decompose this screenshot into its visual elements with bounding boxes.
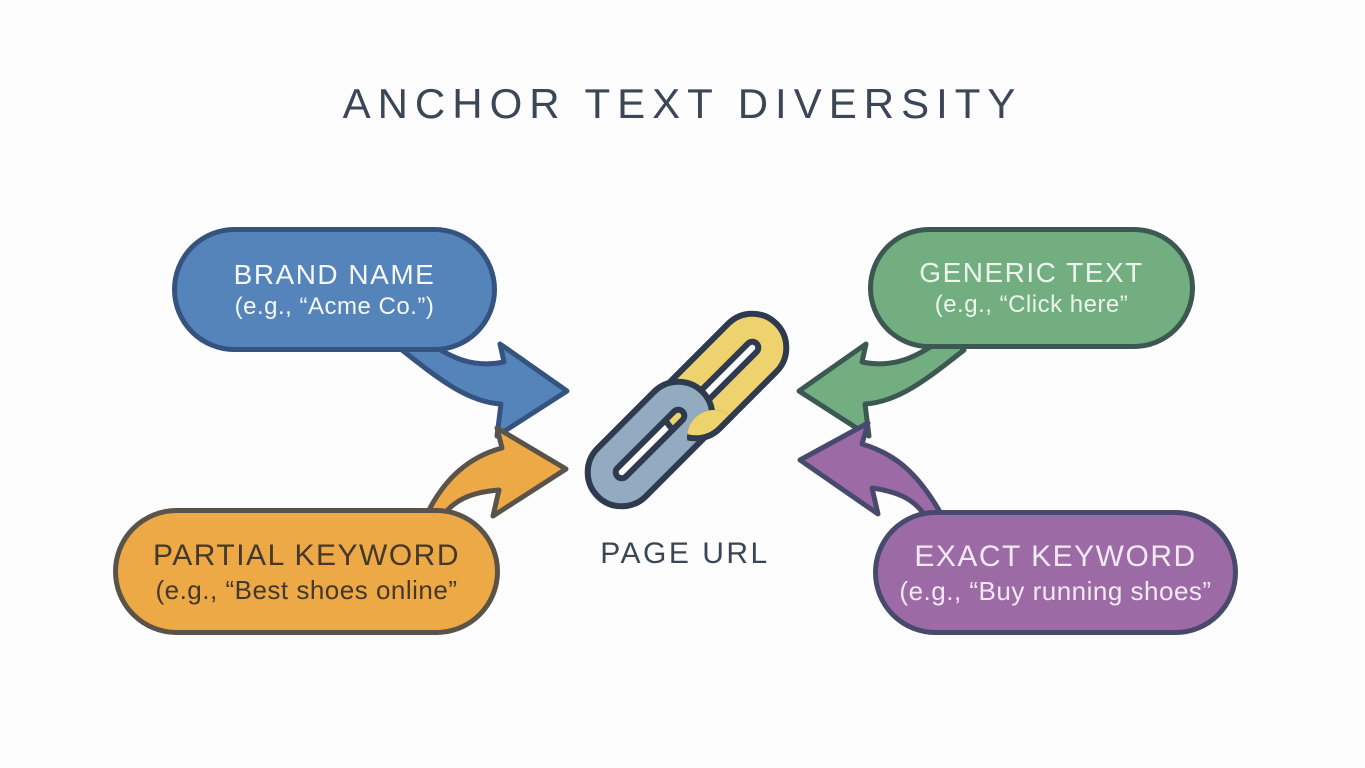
bubble-generic-text-example: (e.g., “Click here”	[934, 291, 1129, 318]
bubble-brand-name: BRAND NAME (e.g., “Acme Co.”)	[172, 227, 497, 352]
exact-keyword-arrow	[797, 420, 943, 523]
page-title: ANCHOR TEXT DIVERSITY	[342, 80, 1023, 127]
bubble-brand-name-example: (e.g., “Acme Co.”)	[234, 292, 435, 320]
bubble-exact-keyword-example: (e.g., “Buy running shoes”	[899, 575, 1212, 606]
bubble-partial-keyword-label: PARTIAL KEYWORD	[152, 538, 460, 572]
bubble-generic-text: GENERIC TEXT (e.g., “Click here”	[868, 227, 1195, 349]
chain-front-link	[584, 378, 716, 510]
generic-text-arrow	[796, 331, 967, 439]
bubble-partial-keyword: PARTIAL KEYWORD (e.g., “Best shoes onlin…	[113, 508, 500, 635]
bubble-generic-text-label: GENERIC TEXT	[919, 257, 1144, 288]
bubble-brand-name-label: BRAND NAME	[233, 258, 436, 290]
bubble-exact-keyword-label: EXACT KEYWORD	[914, 539, 1197, 573]
partial-keyword-arrow	[425, 425, 569, 523]
bubble-exact-keyword: EXACT KEYWORD (e.g., “Buy running shoes”	[873, 510, 1238, 635]
bubble-partial-keyword-example: (e.g., “Best shoes online”	[155, 574, 458, 605]
chain-link-icon	[584, 310, 790, 510]
page-url-label: PAGE URL	[600, 537, 770, 570]
